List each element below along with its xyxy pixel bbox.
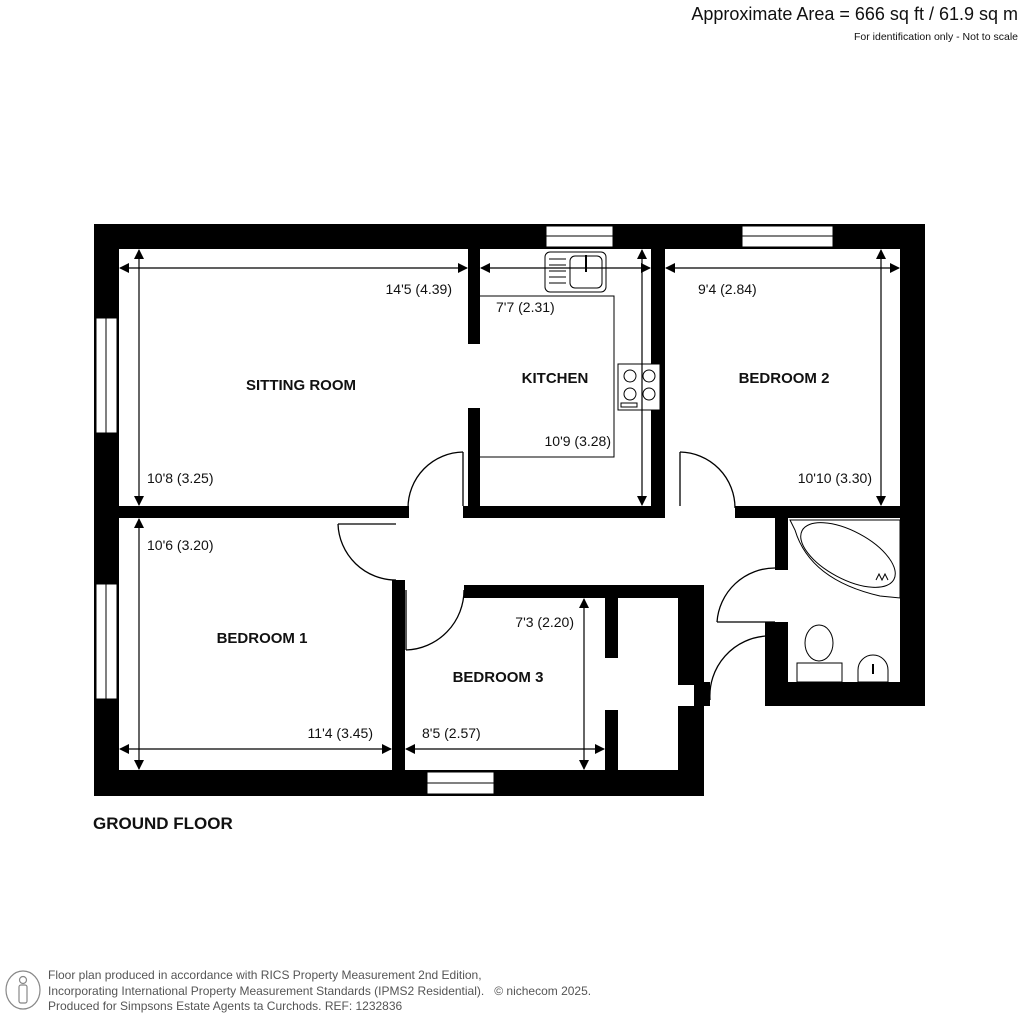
approximate-area: Approximate Area = 666 sq ft / 61.9 sq m	[691, 4, 1018, 24]
sitting-room-width: 14'5 (4.39)	[386, 281, 453, 297]
dimension-lines	[119, 249, 900, 770]
kitchen-sink-icon	[544, 251, 607, 293]
room-label-bedroom-2: BEDROOM 2	[739, 370, 830, 387]
doors	[337, 451, 776, 701]
toilet-icon	[796, 624, 843, 683]
person-info-icon	[5, 970, 41, 1010]
windows	[95, 225, 834, 795]
room-label-kitchen: KITCHEN	[522, 370, 589, 387]
walls	[94, 224, 925, 796]
bathtub-icon	[789, 519, 901, 599]
room-label-bedroom-3: BEDROOM 3	[453, 669, 544, 686]
bedroom2-length: 10'10 (3.30)	[798, 470, 872, 486]
bedroom1-length: 10'6 (3.20)	[147, 537, 214, 553]
scale-note: For identification only - Not to scale	[854, 31, 1018, 43]
floor-label: GROUND FLOOR	[93, 814, 233, 833]
footer-line-3: Produced for Simpsons Estate Agents ta C…	[48, 999, 403, 1013]
footer-line-1: Floor plan produced in accordance with R…	[48, 968, 482, 982]
room-label-sitting-room: SITTING ROOM	[246, 377, 356, 394]
room-label-bedroom-1: BEDROOM 1	[217, 630, 308, 647]
bedroom3-width: 8'5 (2.57)	[422, 725, 481, 741]
sitting-room-length: 10'8 (3.25)	[147, 470, 214, 486]
bedroom3-length: 7'3 (2.20)	[515, 614, 574, 630]
kitchen-width: 7'7 (2.31)	[496, 299, 555, 315]
footer: Floor plan produced in accordance with R…	[48, 968, 591, 1015]
footer-line-2: Incorporating International Property Mea…	[48, 983, 485, 998]
basin-icon	[857, 654, 889, 683]
kitchen-counter	[480, 295, 615, 458]
copyright: © nichecom 2025.	[494, 983, 592, 998]
bedroom1-width: 11'4 (3.45)	[308, 725, 373, 741]
kitchen-length: 10'9 (3.28)	[545, 433, 612, 449]
bedroom2-width: 9'4 (2.84)	[698, 281, 757, 297]
hob-icon	[617, 363, 661, 411]
